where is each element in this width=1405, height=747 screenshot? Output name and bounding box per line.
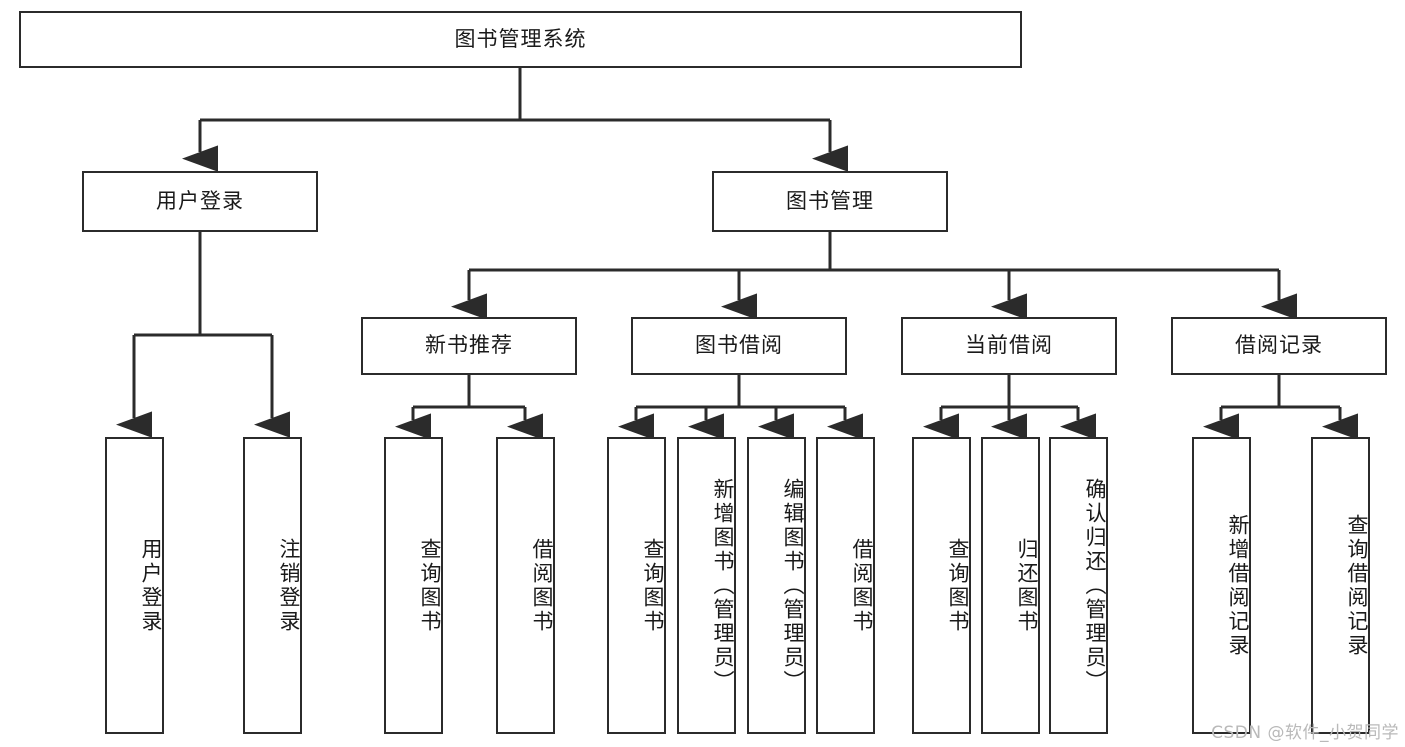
leaf-borrow-query-book[interactable]: 查询图书 [607, 437, 666, 734]
node-label: 借阅图书 [530, 537, 554, 634]
node-label: 查询图书 [946, 537, 970, 634]
node-label: 确认归还（管理员） [1083, 477, 1107, 694]
node-label: 查询借阅记录 [1345, 513, 1369, 658]
leaf-borrow-borrow-book[interactable]: 借阅图书 [816, 437, 875, 734]
leaf-record-add-record[interactable]: 新增借阅记录 [1192, 437, 1251, 734]
node-label: 新书推荐 [425, 333, 513, 358]
leaf-recommend-borrow-book[interactable]: 借阅图书 [496, 437, 555, 734]
leaf-user-login-login[interactable]: 用户登录 [105, 437, 164, 734]
node-label: 归还图书 [1015, 537, 1039, 634]
leaf-record-query-record[interactable]: 查询借阅记录 [1311, 437, 1370, 734]
node-borrow-record[interactable]: 借阅记录 [1171, 317, 1387, 375]
leaf-current-return-book[interactable]: 归还图书 [981, 437, 1040, 734]
node-label: 查询图书 [641, 537, 665, 634]
node-book-borrow[interactable]: 图书借阅 [631, 317, 847, 375]
leaf-recommend-query-book[interactable]: 查询图书 [384, 437, 443, 734]
node-book-management[interactable]: 图书管理 [712, 171, 948, 232]
node-label: 编辑图书（管理员） [781, 477, 805, 694]
leaf-current-confirm-return-admin[interactable]: 确认归还（管理员） [1049, 437, 1108, 734]
node-label: 用户登录 [156, 188, 244, 213]
node-label: 借阅图书 [850, 537, 874, 634]
node-user-login[interactable]: 用户登录 [82, 171, 318, 232]
node-label: 注销登录 [277, 537, 301, 634]
node-label: 用户登录 [139, 537, 163, 634]
node-label: 当前借阅 [965, 333, 1053, 358]
node-label: 借阅记录 [1235, 333, 1323, 358]
node-label: 图书管理系统 [454, 26, 587, 51]
node-current-borrow[interactable]: 当前借阅 [901, 317, 1117, 375]
leaf-user-login-logout[interactable]: 注销登录 [243, 437, 302, 734]
leaf-borrow-edit-book-admin[interactable]: 编辑图书（管理员） [747, 437, 806, 734]
leaf-current-query-book[interactable]: 查询图书 [912, 437, 971, 734]
leaf-borrow-add-book-admin[interactable]: 新增图书（管理员） [677, 437, 736, 734]
node-label: 图书借阅 [695, 333, 783, 358]
node-label: 新增图书（管理员） [711, 477, 735, 694]
node-label: 新增借阅记录 [1226, 513, 1250, 658]
node-root-system[interactable]: 图书管理系统 [19, 11, 1022, 68]
node-label: 图书管理 [786, 188, 874, 213]
watermark: CSDN @软件_小贺同学 [1211, 723, 1399, 743]
node-label: 查询图书 [418, 537, 442, 634]
node-new-book-recommend[interactable]: 新书推荐 [361, 317, 577, 375]
